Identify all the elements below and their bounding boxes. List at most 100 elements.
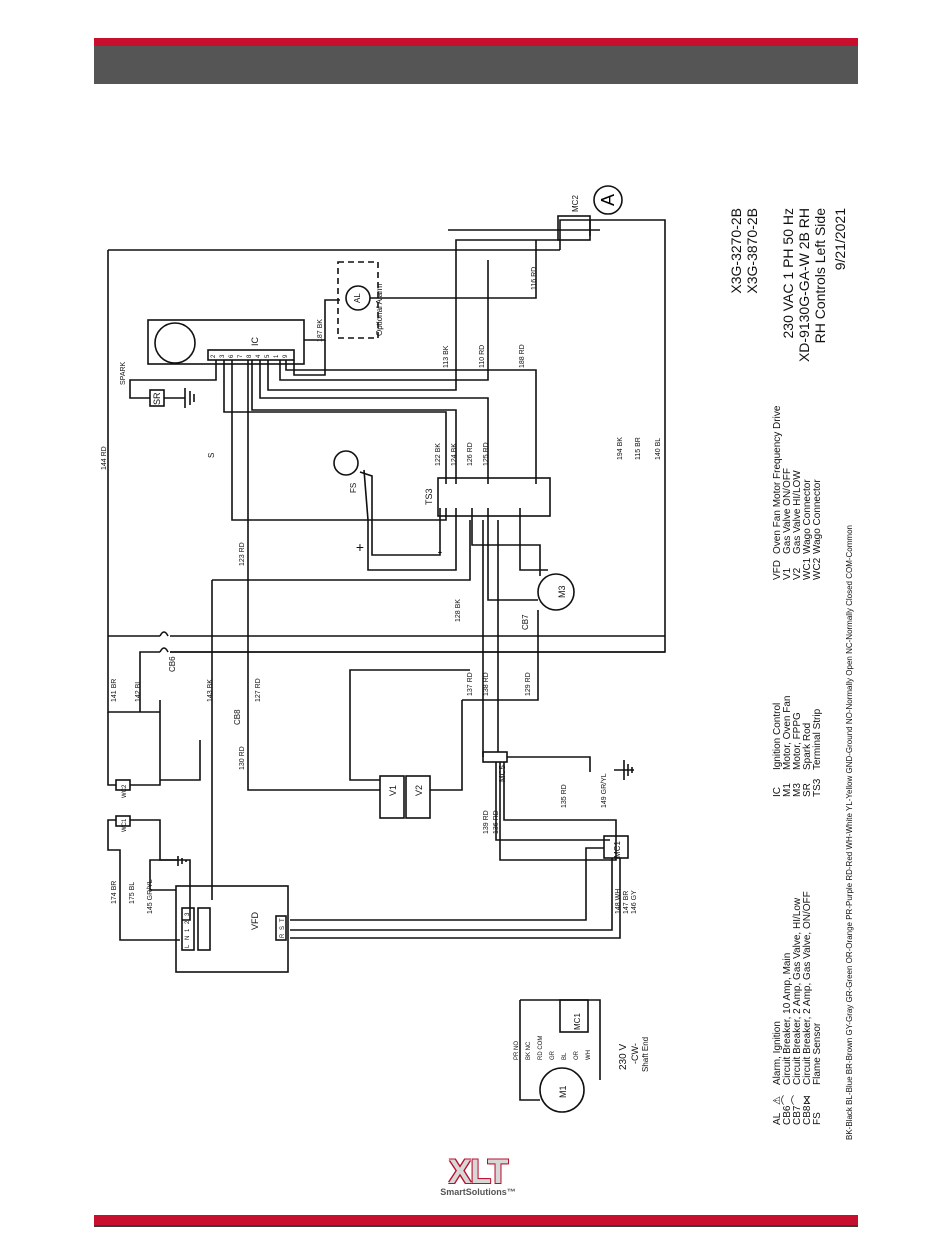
- legend-code-cb6: CB6: [782, 1105, 793, 1125]
- vfd-pin-l: L: [185, 944, 191, 948]
- wc2-label: WC2: [122, 784, 128, 798]
- m1-end: Shaft End: [641, 1037, 650, 1072]
- wire-label: 147 BR: [623, 891, 630, 914]
- legend-desc-cb8: Circuit Breaker, 2 Amp, Gas Valve, ON/OF…: [802, 891, 813, 1085]
- ic-dial: [154, 322, 196, 364]
- legend-code-fs: FS: [812, 1112, 823, 1125]
- s-label: S: [207, 453, 216, 458]
- wire-label: 130 RD: [239, 746, 246, 770]
- title-model-2: X3G-3870-2B: [744, 208, 760, 294]
- legend-desc-cb6: Circuit Breaker, 10 Amp, Main: [782, 953, 793, 1085]
- wire-label: 138 RD: [483, 672, 490, 696]
- wire-label: 194 BK: [617, 437, 624, 460]
- wire-label: 124 BK: [451, 443, 458, 466]
- title-model-1: X3G-3270-2B: [728, 208, 744, 294]
- m1-mc1-box: [559, 999, 589, 1033]
- header-gray-band: [94, 46, 858, 84]
- ic-pin-8: 8: [247, 354, 253, 358]
- ic-pin-7: 7: [238, 354, 244, 358]
- spark-label: SPARK: [120, 361, 127, 385]
- plus-sign: +: [356, 539, 364, 555]
- vfd-label: VFD: [250, 911, 260, 930]
- wire-label: 140 BL: [655, 438, 662, 460]
- wire-label: 188 RD: [519, 344, 526, 368]
- v2-box: [405, 775, 431, 819]
- logo-tagline: SmartSolutions™: [440, 1187, 516, 1197]
- title-drawing: XD-9130G-GA-W 2B RH: [796, 208, 812, 362]
- v1-box: [379, 775, 405, 819]
- legend-desc-sr: Spark Rod: [802, 723, 813, 770]
- v2-label: V2: [414, 785, 424, 796]
- m1-wire-label: RD COM: [538, 1036, 544, 1060]
- legend-desc-vfd: Oven Fan Motor Frequency Drive: [772, 405, 783, 554]
- wire-label: 127 RD: [255, 678, 262, 702]
- sr-label: SR: [152, 392, 162, 405]
- legend-desc-m1: Motor, Oven Fan: [782, 696, 793, 770]
- wire-label: 126 RD: [467, 442, 474, 466]
- minus-sign: -: [438, 543, 443, 559]
- cb6-label: CB6: [168, 656, 177, 672]
- ic-pin-6: 6: [229, 354, 235, 358]
- cb8-label: CB8: [233, 709, 242, 725]
- wire-label: 110 RD: [479, 345, 486, 368]
- ic-box: [147, 319, 305, 365]
- mc1-label: MC1: [613, 841, 622, 858]
- wire-label: 137 RD: [467, 672, 474, 696]
- wire-label: 139 RD: [483, 810, 490, 834]
- m1-wire-label: OR: [574, 1050, 580, 1060]
- legend-symbol-icon: ⋈: [802, 1095, 813, 1105]
- vfd-pin-n: N: [185, 936, 191, 940]
- mc2-label: MC2: [571, 195, 580, 212]
- legend-code-ic: IC: [772, 787, 783, 797]
- legend-code-ts3: TS3: [812, 778, 823, 797]
- legend-code-v2: V2: [792, 567, 803, 580]
- ic-pin-3: 3: [220, 354, 226, 358]
- m1-wire-label: GR: [550, 1050, 556, 1060]
- al-label: AL: [353, 293, 362, 303]
- section-marker: A: [598, 194, 618, 206]
- wire-label: 129 RD: [525, 672, 532, 696]
- ts3-box: [437, 477, 551, 517]
- optional-alarm-label: Optional Alarm: [375, 283, 384, 336]
- m3-label: M3: [557, 585, 567, 598]
- legend-code-cb7: CB7: [792, 1105, 803, 1125]
- vfd-pin-out-s: S: [280, 926, 286, 930]
- wire-label: 113 BK: [443, 345, 450, 368]
- ic-pin-1: 1: [274, 354, 280, 358]
- wire-label: 141 BR: [111, 679, 118, 702]
- wire-label: 116 RD: [531, 267, 538, 290]
- legend-desc-v1: Gas Valve ON/OFF: [782, 468, 793, 554]
- legend-code-m3: M3: [792, 783, 803, 797]
- m1-wire-label: WH: [586, 1050, 592, 1060]
- m1-rotation: -CW-: [630, 1043, 640, 1064]
- header-bar: [94, 38, 858, 84]
- legend-symbol-icon: ⌒: [781, 1095, 793, 1105]
- footer-bar: [94, 1215, 858, 1227]
- logo-text: XLT: [448, 1153, 509, 1191]
- wire-label: 135 RD: [561, 784, 568, 808]
- legend-desc-v2: Gas Valve HI/LOW: [792, 470, 803, 554]
- xlt-logo: XLT SmartSolutions™: [428, 1153, 528, 1201]
- vfd-pin-3: 3: [185, 912, 191, 916]
- legend-desc-fs: Flame Sensor: [812, 1022, 823, 1085]
- wire-label: 125 RD: [483, 442, 490, 466]
- legend-code-v1: V1: [782, 567, 793, 580]
- legend-desc-ts3: Terminal Strip: [812, 708, 823, 770]
- optional-alarm-box: [337, 261, 379, 339]
- wire-label: 136 RD: [493, 810, 500, 834]
- legend-code-wc2: WC2: [812, 557, 823, 580]
- legend-desc-wc2: Wago Connector: [812, 479, 823, 554]
- wire-label: 187 BK: [317, 319, 324, 342]
- mc5-box: [482, 751, 508, 763]
- header-red-stripe: [94, 38, 858, 46]
- m1-mc1-label: MC1: [573, 1013, 582, 1030]
- legend-code-sr: SR: [802, 783, 813, 797]
- legend-code-m1: M1: [782, 783, 793, 797]
- title-power: 230 VAC 1 PH 50 Hz: [780, 208, 796, 338]
- m1-label: M1: [558, 1085, 568, 1098]
- v1-label: V1: [388, 785, 398, 796]
- vfd-pin-out-t: T: [280, 918, 286, 922]
- wire-label: 148 WH: [615, 889, 622, 914]
- ic-pin-4: 4: [256, 354, 262, 358]
